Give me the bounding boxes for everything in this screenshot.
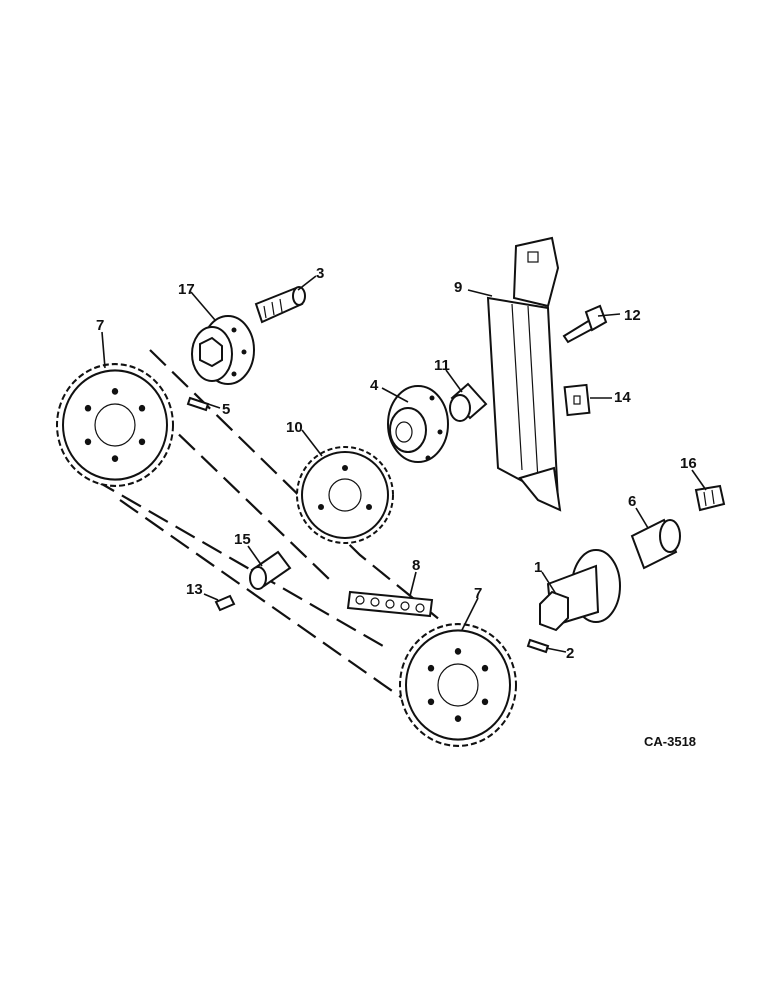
- callout-14: 14: [614, 389, 631, 406]
- sprocket-7-upper: [55, 363, 175, 487]
- callout-17: 17: [178, 281, 195, 298]
- figure-code: CA-3518: [644, 734, 696, 749]
- sprocket-7-lower: [398, 623, 518, 747]
- nut-16: [694, 484, 726, 512]
- callout-12: 12: [624, 307, 641, 324]
- callout-3: 3: [316, 265, 324, 282]
- callout-11: 11: [434, 357, 450, 374]
- pin-5: [186, 396, 210, 412]
- pin-2: [526, 638, 550, 654]
- callout-7-upper: 7: [96, 317, 104, 334]
- sleeve-15: [249, 550, 292, 590]
- leader-lines: [101, 275, 707, 653]
- hub-17: [191, 315, 255, 385]
- sprocket-10: [296, 446, 394, 544]
- spacer-6: [630, 518, 681, 570]
- callout-5: 5: [222, 401, 230, 418]
- hex-hub-1: [539, 549, 621, 632]
- bolt-12: [562, 304, 608, 344]
- plate-14: [563, 383, 591, 417]
- callout-9: 9: [454, 279, 462, 296]
- roller-chain-8: [346, 590, 434, 618]
- callout-6: 6: [628, 493, 636, 510]
- flange-4: [387, 385, 449, 463]
- bracket-9: [486, 236, 562, 512]
- callout-10: 10: [286, 419, 303, 436]
- callout-8: 8: [412, 557, 420, 574]
- callout-16: 16: [680, 455, 697, 472]
- callout-13: 13: [186, 581, 203, 598]
- shaft-3: [254, 286, 306, 324]
- fastener-13: [214, 594, 236, 612]
- bushing-11: [449, 382, 488, 422]
- callout-15: 15: [234, 531, 251, 548]
- callout-4: 4: [370, 377, 379, 394]
- callout-7-lower: 7: [474, 585, 482, 602]
- callout-2: 2: [566, 645, 574, 662]
- callout-1: 1: [534, 559, 542, 576]
